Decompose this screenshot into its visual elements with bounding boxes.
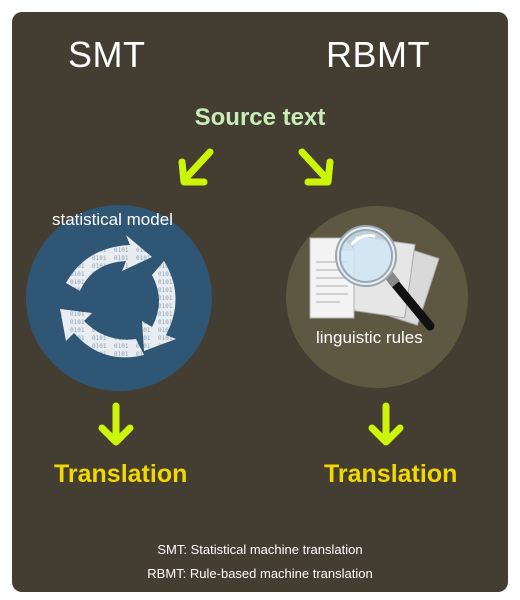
arrow-to-rbmt-icon [298, 148, 334, 186]
rbmt-translation-label: Translation [324, 460, 458, 488]
smt-legend: SMT: Statistical machine translation [157, 542, 363, 557]
arrow-down-smt-icon [98, 402, 134, 446]
linguistic-rules-label: linguistic rules [316, 328, 423, 347]
rbmt-heading: RBMT [326, 34, 430, 75]
rbmt-legend: RBMT: Rule-based machine translation [147, 566, 373, 581]
documents-magnifier-icon [309, 225, 440, 331]
smt-translation-label: Translation [54, 460, 188, 488]
smt-circle [26, 205, 212, 391]
arrow-to-smt-icon [178, 148, 214, 186]
source-text-label: Source text [194, 104, 326, 131]
arrow-down-rbmt-icon [368, 402, 404, 446]
recycle-arrows-binary-icon: 0101 [60, 235, 176, 358]
statistical-model-label: statistical model [52, 210, 173, 229]
smt-heading: SMT [68, 34, 146, 75]
